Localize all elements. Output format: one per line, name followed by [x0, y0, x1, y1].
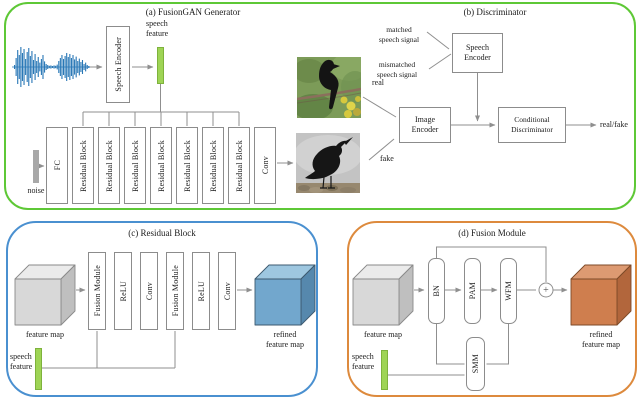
line-real-to-image-encoder — [362, 96, 397, 118]
fusion-module-panel-frame — [347, 221, 637, 397]
speech-feature-bar-generator — [157, 47, 164, 84]
line-matched-to-speech-encoder — [426, 31, 450, 50]
relu-box-1: ReLU — [114, 252, 132, 330]
speech-feature-bar-d — [381, 350, 388, 390]
residual-block-box-6: Residual Block — [202, 127, 224, 204]
residual-block-box-4: Residual Block — [150, 127, 172, 204]
fusion-module-connectors: + — [388, 246, 568, 376]
feature-map-label-c: feature map — [26, 330, 64, 339]
speech-encoder-box-discriminator: Speech Encoder — [452, 33, 503, 73]
panel-a-title: (a) FusionGAN Generator — [145, 7, 241, 17]
residual-block-box-5: Residual Block — [176, 127, 198, 204]
relu-box-2: ReLU — [192, 252, 210, 330]
noise-bar — [33, 150, 39, 183]
speech-feature-label-d: speech feature — [352, 352, 375, 372]
line-mismatched-to-speech-encoder — [428, 53, 452, 70]
panel-b-title: (b) Discriminator — [463, 7, 527, 17]
residual-block-connectors — [42, 287, 253, 369]
conv-box-2: Conv — [218, 252, 236, 330]
residual-block-box-2: Residual Block — [98, 127, 120, 204]
refined-feature-map-label-d: refined feature map — [582, 330, 620, 350]
residual-block-box-1: Residual Block — [72, 127, 94, 204]
speech-feature-label-c: speech feature — [10, 352, 33, 372]
refined-feature-map-cube-orange — [570, 264, 632, 326]
panel-d-title: (d) Fusion Module — [458, 228, 526, 238]
line-fake-to-image-encoder — [368, 138, 395, 161]
real-label: real — [372, 78, 384, 87]
skip-connection-line — [436, 246, 547, 282]
fake-bird-image — [296, 133, 360, 193]
line-wfm-to-smm — [486, 324, 509, 365]
conv-box-generator: Conv — [254, 127, 276, 204]
wfm-box: WFM — [500, 258, 517, 324]
conditional-discriminator-box: Conditional Discriminator — [498, 107, 566, 143]
residual-block-box-7: Residual Block — [228, 127, 250, 204]
plus-sign: + — [543, 285, 549, 296]
line-bn-to-smm — [436, 324, 465, 365]
noise-label: noise — [27, 186, 45, 195]
feature-map-cube-gray-c — [14, 264, 76, 326]
discriminator-connectors — [362, 31, 597, 161]
panel-c-title: (c) Residual Block — [128, 228, 196, 238]
speech-feature-label-generator: speech feature — [146, 19, 169, 39]
bn-box: BN — [428, 258, 445, 324]
speech-encoder-box-generator: Speech Encoder — [106, 26, 130, 103]
residual-block-panel-frame — [6, 221, 318, 397]
fc-box: FC — [46, 127, 68, 204]
feature-map-label-d: feature map — [364, 330, 402, 339]
speech-waveform-icon — [12, 47, 90, 87]
fusion-module-box-2: Fusion Module — [166, 252, 184, 330]
refined-feature-map-cube-blue — [254, 264, 316, 326]
plus-circle-icon: + — [538, 282, 554, 298]
speech-feature-branch-lines — [42, 331, 176, 369]
feature-map-cube-gray-d — [352, 264, 414, 326]
real-bird-image — [297, 57, 361, 118]
image-encoder-box: Image Encoder — [399, 107, 451, 143]
conv-box-1: Conv — [140, 252, 158, 330]
speech-feature-distribution-lines — [82, 84, 240, 126]
generator-discriminator-panel-frame — [4, 2, 636, 210]
fusion-module-box-1: Fusion Module — [88, 252, 106, 330]
generator-connectors — [38, 64, 294, 169]
real-fake-output-label: real/fake — [600, 120, 628, 129]
fake-label: fake — [380, 154, 394, 163]
smm-box: SMM — [466, 337, 485, 391]
mismatched-speech-label: mismatched speech signal — [376, 60, 418, 79]
speech-feature-bar-c — [35, 348, 42, 390]
pam-box: PAM — [464, 258, 481, 324]
refined-feature-map-label-c: refined feature map — [266, 330, 304, 350]
residual-block-box-3: Residual Block — [124, 127, 146, 204]
matched-speech-label: matched speech signal — [378, 25, 420, 44]
